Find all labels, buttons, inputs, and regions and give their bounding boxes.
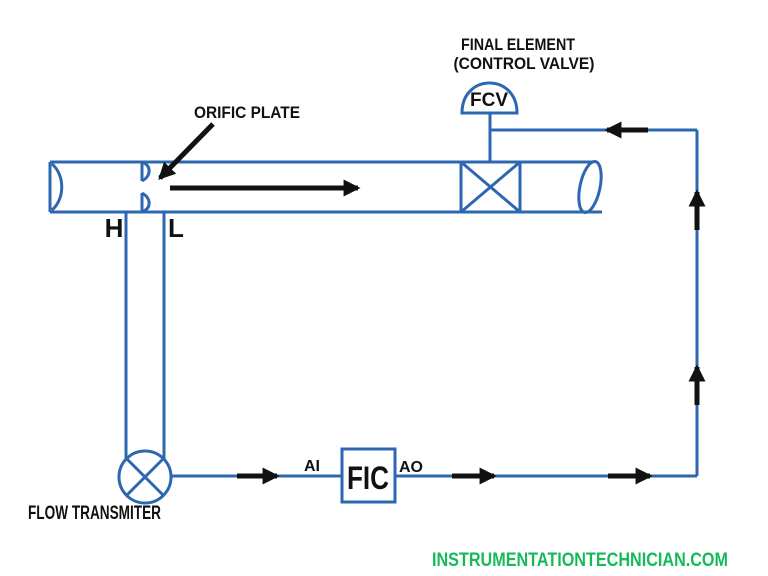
orifice-bottom-segment — [140, 191, 151, 214]
high-tap-label: H — [105, 213, 124, 243]
control-valve-symbol — [459, 81, 522, 214]
controller-box — [340, 447, 397, 504]
flow-transmitter-label: FLOW TRANSMITER — [28, 503, 161, 524]
transmitter-cross — [125, 457, 165, 497]
controller-input-label: AI — [304, 458, 320, 475]
valve-actuator-dome — [460, 81, 519, 115]
flow-transmitter-symbol — [117, 449, 173, 505]
watermark-text: INSTRUMENTATIONTECHNICIAN.COM — [432, 550, 728, 571]
orifice-top-segment — [140, 160, 151, 183]
valve-body-cross — [460, 160, 521, 214]
low-tap-label: L — [168, 213, 184, 243]
valve-tag-label: FCV — [470, 90, 508, 111]
pipe-left-end-curve — [50, 162, 64, 212]
orifice-plate-symbol — [140, 160, 151, 214]
orifice-plate-label: ORIFIC PLATE — [194, 103, 300, 122]
pipe-right-end-curl — [577, 159, 603, 215]
orifice-pointer-arrow — [158, 122, 215, 180]
controller-tag-label: FIC — [347, 460, 389, 496]
final-element-label-line2: (CONTROL VALVE) — [454, 54, 595, 73]
final-element-label-line1: FINAL ELEMENT — [461, 35, 576, 54]
controller-output-label: AO — [399, 459, 423, 476]
